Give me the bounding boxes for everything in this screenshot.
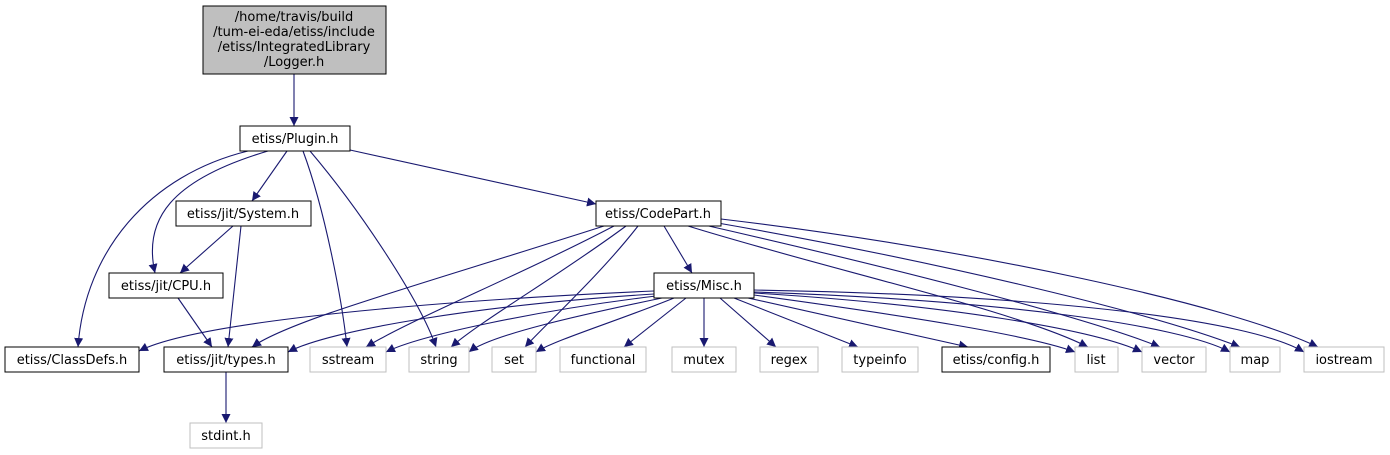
edge-plugin-to-system bbox=[251, 150, 288, 202]
node-label: etiss/jit/CPU.h bbox=[121, 279, 211, 294]
edge-misc-to-functional bbox=[623, 297, 687, 348]
node-label: stdint.h bbox=[201, 429, 250, 444]
node-plugin-h[interactable]: etiss/Plugin.h bbox=[239, 125, 351, 152]
node-label: iostream bbox=[1315, 353, 1372, 368]
root-path-line-1: /home/travis/build bbox=[235, 10, 353, 25]
node-map: map bbox=[1229, 346, 1281, 373]
edge-plugin-to-codepart bbox=[349, 149, 597, 207]
node-label: etiss/CodePart.h bbox=[605, 207, 711, 222]
edge-plugin-to-cpu bbox=[148, 150, 269, 274]
node-string: string bbox=[408, 346, 470, 373]
node-system-h[interactable]: etiss/jit/System.h bbox=[175, 200, 312, 227]
edge-misc-to-string bbox=[468, 297, 663, 353]
edge-codepart-to-list bbox=[687, 225, 1089, 348]
node-label: etiss/jit/types.h bbox=[176, 353, 276, 368]
edge-misc-to-typeinfo bbox=[733, 297, 859, 348]
node-typeinfo: typeinfo bbox=[841, 346, 919, 373]
node-sstream: sstream bbox=[309, 346, 387, 373]
edge-misc-to-map bbox=[753, 291, 1231, 353]
node-classdefs-h[interactable]: etiss/ClassDefs.h bbox=[4, 346, 140, 373]
node-types-h[interactable]: etiss/jit/types.h bbox=[163, 346, 289, 373]
edge-plugin-to-classdefs bbox=[74, 150, 249, 348]
node-label: etiss/jit/System.h bbox=[187, 207, 299, 222]
dependency-edges bbox=[74, 74, 1319, 423]
node-mutex: mutex bbox=[671, 346, 737, 373]
node-label: map bbox=[1241, 353, 1270, 368]
edge-misc-to-classdefs bbox=[138, 290, 655, 352]
edge-codepart-to-set bbox=[524, 225, 639, 348]
root-path-line-2: /tum-ei-eda/etiss/include bbox=[213, 25, 375, 40]
edge-misc-to-vector bbox=[753, 292, 1143, 353]
node-label: set bbox=[504, 353, 524, 368]
edge-misc-to-config bbox=[747, 297, 969, 350]
edge-codepart-to-vector bbox=[699, 223, 1161, 348]
edge-misc-to-iostream bbox=[753, 289, 1305, 353]
node-codepart-h[interactable]: etiss/CodePart.h bbox=[595, 200, 722, 227]
edge-codepart-to-types bbox=[251, 225, 605, 348]
root-path-line-4: /Logger.h bbox=[264, 55, 324, 70]
node-label: string bbox=[420, 353, 457, 368]
edge-plugin-to-string bbox=[309, 150, 438, 348]
node-iostream: iostream bbox=[1303, 346, 1385, 373]
edge-misc-to-sstream bbox=[385, 295, 657, 353]
edge-codepart-to-string bbox=[450, 225, 627, 348]
node-regex: regex bbox=[759, 346, 819, 373]
edge-system-to-types bbox=[224, 225, 242, 348]
node-label: list bbox=[1086, 353, 1105, 368]
node-misc-h[interactable]: etiss/Misc.h bbox=[653, 272, 755, 299]
node-label: sstream bbox=[322, 353, 374, 368]
node-list: list bbox=[1074, 346, 1119, 373]
node-label: regex bbox=[771, 353, 808, 368]
edge-codepart-to-misc bbox=[663, 225, 693, 274]
node-label: typeinfo bbox=[853, 353, 906, 368]
node-label: etiss/Misc.h bbox=[666, 279, 742, 294]
node-set: set bbox=[491, 346, 537, 373]
node-label: etiss/ClassDefs.h bbox=[17, 353, 128, 368]
node-label: etiss/Plugin.h bbox=[252, 132, 339, 147]
edge-misc-to-set bbox=[535, 297, 675, 353]
node-label: mutex bbox=[683, 353, 725, 368]
node-vector: vector bbox=[1141, 346, 1207, 373]
edge-plugin-to-sstream bbox=[302, 150, 351, 348]
edge-system-to-cpu bbox=[179, 225, 234, 274]
edge-codepart-to-iostream bbox=[720, 218, 1319, 348]
node-config-h[interactable]: etiss/config.h bbox=[941, 346, 1051, 373]
node-label: etiss/config.h bbox=[953, 353, 1040, 368]
edge-codepart-to-sstream bbox=[365, 225, 615, 348]
node-stdint-h: stdint.h bbox=[189, 422, 263, 449]
node-cpu-h[interactable]: etiss/jit/CPU.h bbox=[108, 272, 224, 299]
edge-cpu-to-types bbox=[177, 297, 213, 348]
edge-misc-to-list bbox=[753, 294, 1076, 354]
node-root-logger-h[interactable]: /home/travis/build /tum-ei-eda/etiss/inc… bbox=[202, 5, 387, 75]
edge-misc-to-types bbox=[287, 293, 655, 353]
node-label: vector bbox=[1153, 353, 1195, 368]
edge-misc-to-regex bbox=[719, 297, 777, 348]
edge-codepart-to-map bbox=[711, 221, 1241, 348]
node-label: functional bbox=[571, 353, 636, 368]
node-functional: functional bbox=[559, 346, 647, 373]
root-path-line-3: /etiss/IntegratedLibrary bbox=[218, 40, 371, 55]
